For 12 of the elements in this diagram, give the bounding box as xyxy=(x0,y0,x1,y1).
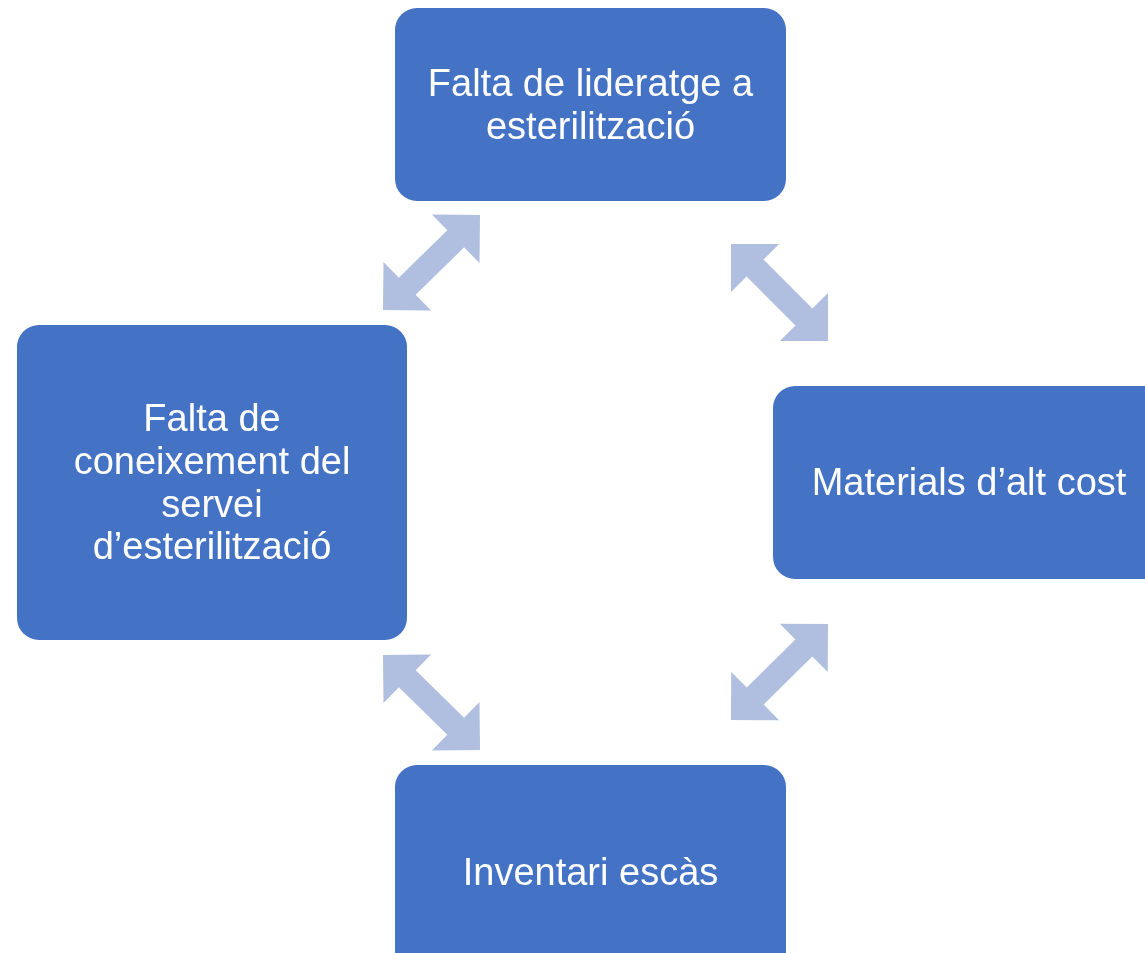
process-box xyxy=(395,765,786,953)
double-arrow xyxy=(731,623,828,721)
box-label: Inventari escàs xyxy=(462,851,719,894)
process-box xyxy=(17,325,407,640)
box-label: Falta de lideratge a esterilització xyxy=(426,61,755,148)
double-arrow xyxy=(731,244,828,341)
process-box xyxy=(395,8,786,201)
double-arrow xyxy=(383,654,480,751)
process-box xyxy=(773,386,1145,579)
box-label: Materials d’alt cost xyxy=(811,461,1127,504)
box-label: Falta de coneixement del servei d’esterilització xyxy=(72,396,352,569)
double-arrow xyxy=(383,214,480,311)
